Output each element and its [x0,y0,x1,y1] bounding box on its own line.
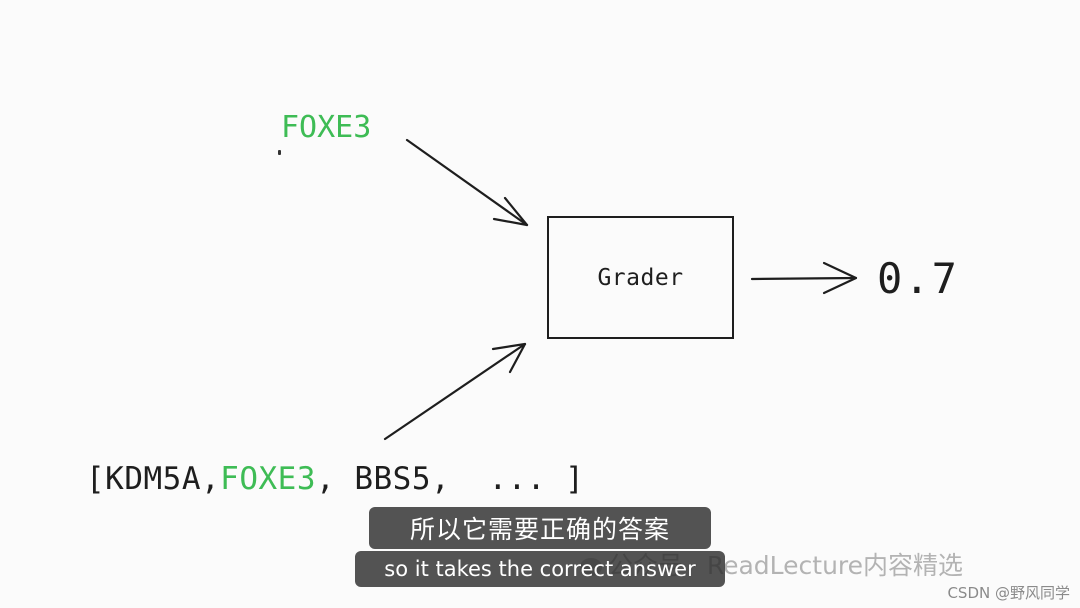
answer-arrowhead [492,196,529,227]
grader-label: Grader [597,264,684,291]
answer-to-grader-arrow [405,138,529,227]
list-open-bracket: [ [86,461,106,497]
list-close-bracket: ] [545,461,585,497]
score-arrowhead [822,261,858,295]
grader-box: Grader [547,216,734,339]
list-separator: , [316,461,355,497]
source-credit: CSDN @野风同学 [947,584,1070,602]
correct-answer-label: FOXE3 [281,110,372,145]
subtitle-chinese: 所以它需要正确的答案 [369,507,711,549]
list-item-foxe3: FOXE3 [220,461,316,497]
list-ellipsis: ... [488,461,546,497]
grader-to-score-arrow [750,276,858,281]
subtitle-english: so it takes the correct answer [355,551,725,587]
list-arrowhead [491,342,527,374]
stray-mark [278,150,281,155]
list-item-kdm5a: KDM5A [105,461,201,497]
list-separator: , [430,461,489,497]
list-item-bbs5: BBS5 [354,461,431,497]
predicted-list: [KDM5A,FOXE3, BBS5, ... ] [86,459,584,499]
list-to-grader-arrow [383,342,527,441]
list-separator: , [201,461,221,497]
score-value: 0.7 [877,254,959,303]
